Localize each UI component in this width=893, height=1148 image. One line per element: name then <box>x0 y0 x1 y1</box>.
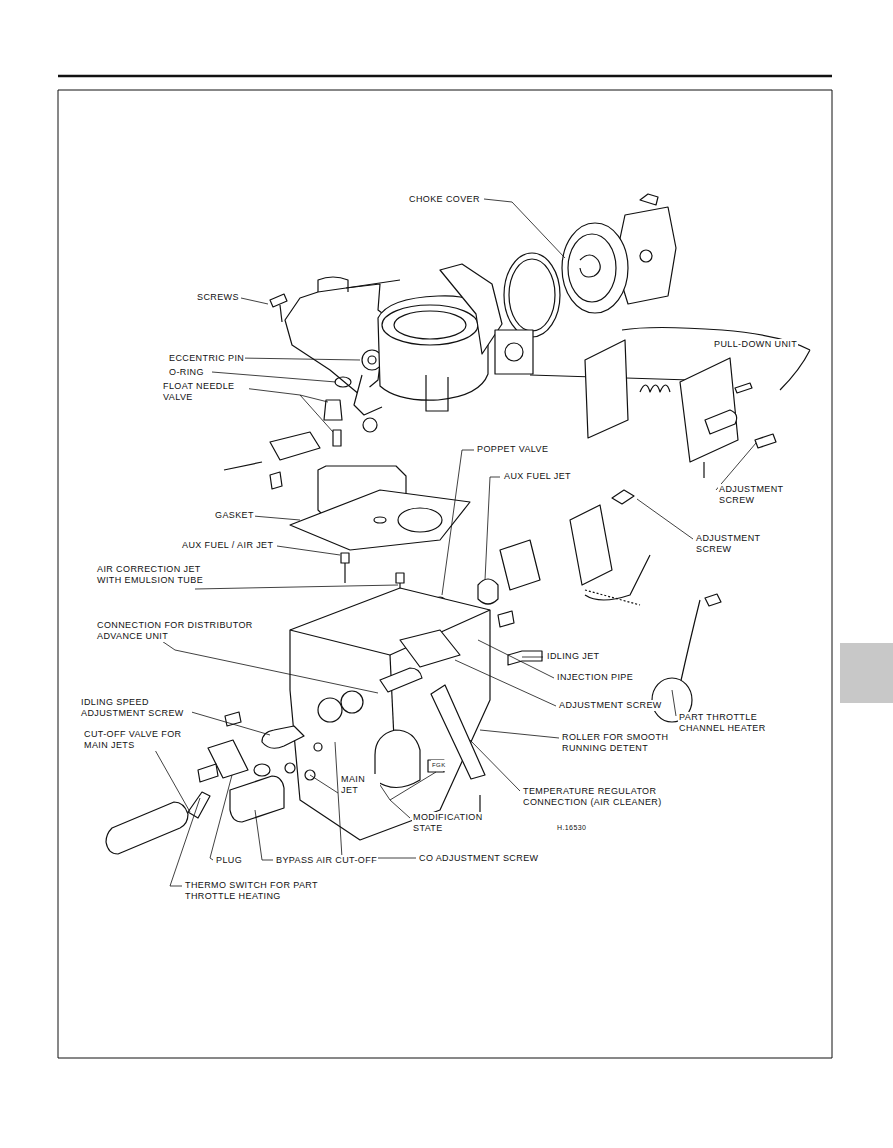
part-label: MODIFICATION STATE <box>412 812 502 834</box>
part-label: ADJUSTMENT SCREW <box>695 533 777 555</box>
part-label: BYPASS AIR CUT-OFF <box>275 855 378 866</box>
part-label: CONNECTION FOR DISTRIBUTOR ADVANCE UNIT <box>96 620 283 642</box>
part-label: O-RING <box>168 367 205 378</box>
part-label: FLOAT NEEDLE VALVE <box>162 381 249 403</box>
part-label: ROLLER FOR SMOOTH RUNNING DETENT <box>561 732 688 754</box>
part-label: H.16530 <box>556 822 587 833</box>
part-label: PLUG <box>215 855 243 866</box>
part-label: CO ADJUSTMENT SCREW <box>418 853 539 864</box>
part-label: FGK <box>431 760 447 771</box>
part-label: PULL-DOWN UNIT <box>713 339 798 350</box>
part-label: ADJUSTMENT SCREW <box>718 484 800 506</box>
part-label: AIR CORRECTION JET WITH EMULSION TUBE <box>96 564 228 586</box>
part-label: CUT-OFF VALVE FOR MAIN JETS <box>83 729 205 751</box>
part-label: INJECTION PIPE <box>556 672 634 683</box>
part-label: POPPET VALVE <box>476 444 549 455</box>
part-label: TEMPERATURE REGULATOR CONNECTION (AIR CL… <box>522 786 694 808</box>
part-label: THERMO SWITCH FOR PART THROTTLE HEATING <box>184 880 328 902</box>
part-label: ADJUSTMENT SCREW <box>558 700 663 711</box>
part-label: IDLING SPEED ADJUSTMENT SCREW <box>80 697 192 719</box>
part-label: ECCENTRIC PIN <box>168 353 245 364</box>
part-label: AUX FUEL JET <box>503 471 572 482</box>
part-label: CHOKE COVER <box>408 194 481 205</box>
part-label: PART THROTTLE CHANNEL HEATER <box>678 712 780 734</box>
part-label: MAIN JET <box>340 774 380 796</box>
part-label: SCREWS <box>196 292 240 303</box>
part-label: GASKET <box>214 510 255 521</box>
part-label: IDLING JET <box>546 651 601 662</box>
part-label: AUX FUEL / AIR JET <box>181 540 274 551</box>
